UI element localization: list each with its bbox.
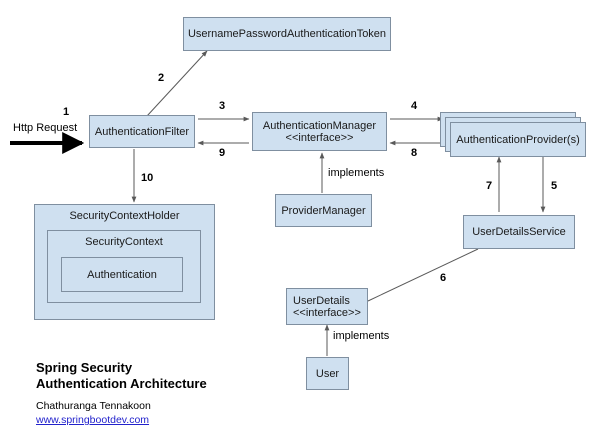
node-authentication[interactable]: Authentication <box>61 257 183 292</box>
edge-label-http-request: Http Request <box>13 122 78 134</box>
edge-2-filter-to-token <box>146 50 208 117</box>
edge-label-1: 1 <box>63 106 70 118</box>
edge-label-10: 10 <box>141 172 154 184</box>
node-stereotype: <<interface>> <box>293 306 361 319</box>
node-label: User <box>315 367 340 380</box>
edge-label-2: 2 <box>158 72 165 84</box>
node-label: UserDetailsService <box>472 226 566 238</box>
node-label: ProviderManager <box>281 204 366 217</box>
node-label: SecurityContext <box>85 236 163 248</box>
node-authentication-filter[interactable]: AuthenticationFilter <box>89 115 195 148</box>
edge-label-8: 8 <box>411 147 418 159</box>
edge-label-6: 6 <box>440 272 447 284</box>
node-label: SecurityContextHolder <box>69 210 180 222</box>
node-label: AuthenticationFilter <box>94 125 190 138</box>
edge-label-implements-manager: implements <box>328 167 385 179</box>
edge-label-9: 9 <box>219 147 226 159</box>
node-user-details-service[interactable]: UserDetailsService <box>463 215 575 249</box>
edge-label-7: 7 <box>486 180 493 192</box>
edge-6-service-to-userdetails <box>367 248 479 302</box>
node-label: AuthenticationProvider(s) <box>456 133 580 146</box>
node-label: UsernamePasswordAuthenticationToken <box>187 28 387 40</box>
edge-label-5: 5 <box>551 180 558 192</box>
node-authentication-provider[interactable]: AuthenticationProvider(s) <box>450 122 586 157</box>
diagram-author: Chathuranga Tennakoon <box>36 400 151 412</box>
node-user[interactable]: User <box>306 357 349 390</box>
diagram-website-link[interactable]: www.springbootdev.com <box>36 414 150 426</box>
node-label: UserDetails <box>293 294 350 307</box>
diagram-title-line2: Authentication Architecture <box>36 376 207 391</box>
node-stereotype: <<interface>> <box>285 131 354 144</box>
edge-label-implements-user: implements <box>333 330 390 342</box>
edge-label-4: 4 <box>411 100 418 112</box>
node-username-password-authentication-token[interactable]: UsernamePasswordAuthenticationToken <box>183 17 391 51</box>
node-label: Authentication <box>87 268 157 281</box>
node-authentication-manager[interactable]: AuthenticationManager <<interface>> <box>252 112 387 151</box>
edge-label-3: 3 <box>219 100 226 112</box>
diagram-title-line1: Spring Security <box>36 360 133 375</box>
node-user-details[interactable]: UserDetails <<interface>> <box>286 288 368 325</box>
node-label: AuthenticationManager <box>262 119 377 132</box>
node-provider-manager[interactable]: ProviderManager <box>275 194 372 227</box>
